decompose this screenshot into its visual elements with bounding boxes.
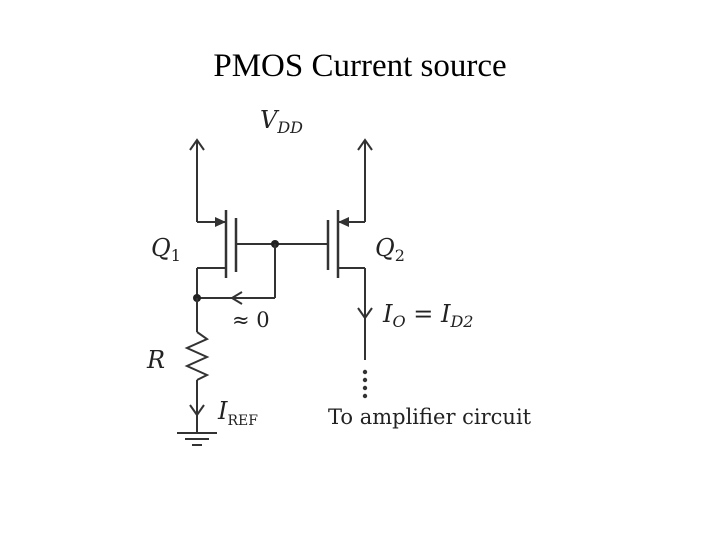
iref-current-arrow-icon [189, 404, 205, 417]
q2-source-arrow-icon [338, 217, 349, 227]
resistor-label: R [146, 346, 165, 374]
gate-connection [236, 240, 328, 298]
q1-source-arrow-icon [215, 217, 226, 227]
vdd-label: VDD [260, 106, 303, 137]
io-current-arrow-icon [357, 307, 373, 320]
approx-zero-label: ≈ 0 [232, 308, 270, 332]
slide-title: PMOS Current source [213, 48, 507, 84]
q2-label: Q2 [375, 234, 405, 265]
q1-label: Q1 [151, 234, 181, 265]
iref-label: IREF [217, 397, 258, 429]
vdd-supply-arrow-left [189, 138, 205, 222]
transistor-q1 [196, 210, 238, 298]
gate-current-arrow-icon [230, 291, 243, 305]
ground-icon [177, 432, 217, 446]
q1-drain-node [193, 291, 275, 305]
continuation-dots [362, 369, 368, 399]
resistor-r [184, 298, 210, 432]
amplifier-note: To amplifier circuit [328, 405, 532, 429]
vdd-supply-arrow-right [357, 138, 373, 222]
transistor-q2 [326, 210, 373, 360]
io-equation-label: IO = ID2 [382, 300, 473, 331]
